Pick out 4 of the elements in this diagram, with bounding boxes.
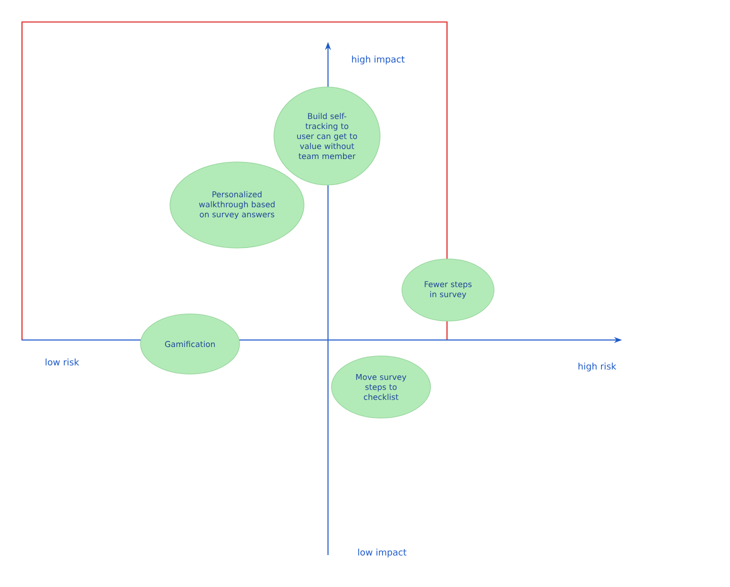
axis-label: high impact bbox=[352, 56, 405, 64]
axis-label: low risk bbox=[46, 358, 80, 366]
axis-label: low impact bbox=[358, 548, 406, 558]
axis-label: high risk bbox=[578, 362, 616, 372]
